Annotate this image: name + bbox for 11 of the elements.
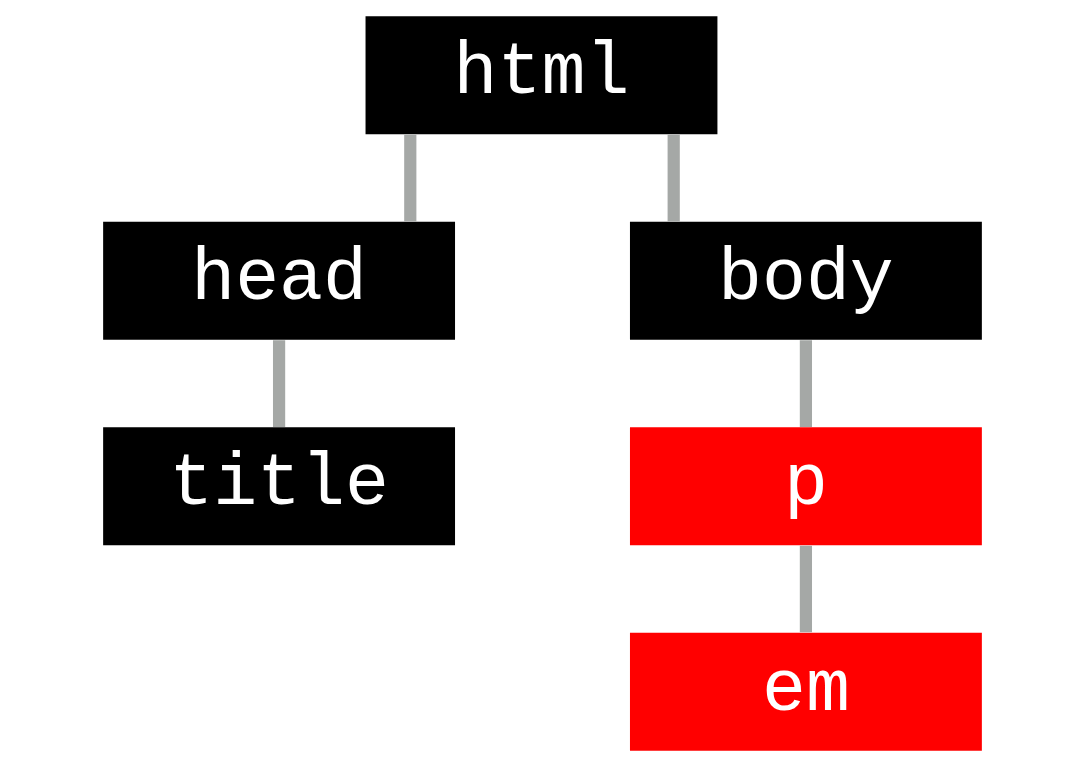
connector (272, 340, 285, 427)
connector (403, 134, 416, 222)
node-box: body (629, 221, 982, 340)
node-box: html (365, 16, 717, 135)
connector (667, 134, 680, 222)
node-box: em (629, 632, 982, 751)
node-box: head (102, 221, 455, 340)
connector (799, 545, 812, 633)
connector (799, 340, 812, 427)
node-box: p (629, 427, 982, 546)
node-box: title (102, 427, 455, 546)
